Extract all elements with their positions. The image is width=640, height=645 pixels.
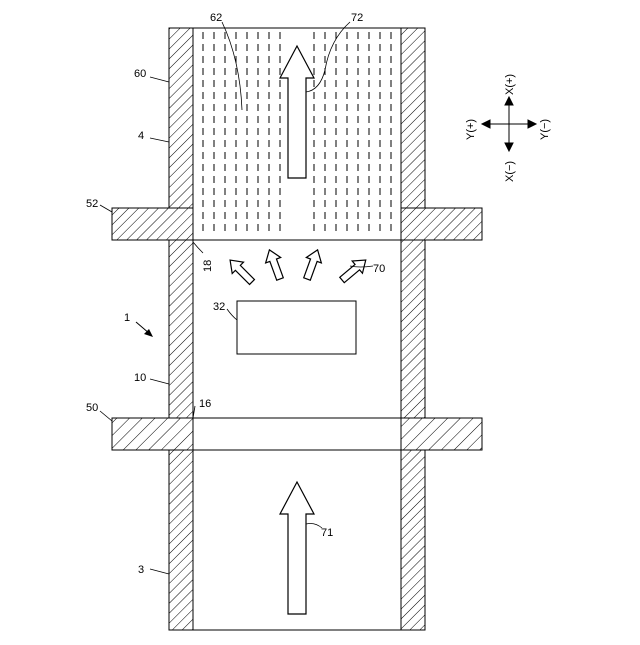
- leader-60: [150, 77, 169, 82]
- element-32: [237, 301, 356, 354]
- label-52: 52: [86, 198, 98, 210]
- pipe-3-right-wall: [401, 450, 425, 630]
- axis-label-x-plus: X(+): [504, 74, 516, 95]
- label-50: 50: [86, 402, 98, 414]
- leader-71: [306, 524, 322, 529]
- axis-arrow-left: [482, 120, 490, 128]
- flow-arrow-71: [280, 482, 314, 614]
- leader-10: [150, 379, 169, 384]
- flow-arrow-70-c: [299, 247, 325, 282]
- label-16: 16: [199, 398, 211, 410]
- label-71: 71: [321, 527, 333, 539]
- axis-label-y-plus: Y(+): [465, 119, 477, 140]
- axis-label-x-minus: X(−): [504, 161, 516, 182]
- leader-50: [100, 411, 112, 421]
- label-62: 62: [210, 12, 222, 24]
- flange-50-left: [112, 418, 193, 450]
- label-18: 18: [202, 260, 214, 272]
- flow-arrow-72: [280, 46, 314, 178]
- coordinate-axes: [482, 97, 536, 151]
- flow-arrow-70-d: [337, 254, 371, 286]
- flange-50-right: [401, 418, 482, 450]
- leader-4: [150, 138, 169, 142]
- label-32: 32: [213, 301, 225, 313]
- leader-18: [193, 242, 203, 253]
- flow-arrows-70: [224, 247, 370, 288]
- leader-3: [150, 569, 169, 574]
- label-3: 3: [138, 564, 144, 576]
- pipe-4-left-wall: [169, 28, 193, 208]
- axis-arrow-right: [528, 120, 536, 128]
- label-72: 72: [351, 12, 363, 24]
- axis-arrow-down: [505, 143, 513, 151]
- pipe-10-left-wall: [169, 240, 193, 418]
- label-10: 10: [134, 372, 146, 384]
- flow-arrow-70-b: [262, 247, 288, 282]
- pipe-3-left-wall: [169, 450, 193, 630]
- pipe-4-right-wall: [401, 28, 425, 208]
- flange-52-left: [112, 208, 193, 240]
- label-60: 60: [134, 68, 146, 80]
- flow-arrow-70-a: [224, 254, 257, 287]
- label-4: 4: [138, 130, 144, 142]
- leader-72: [306, 22, 350, 92]
- axis-label-y-minus: Y(−): [539, 119, 551, 140]
- leader-52: [100, 205, 112, 212]
- flange-52-right: [401, 208, 482, 240]
- label-70: 70: [373, 263, 385, 275]
- ref-1-pointer: [136, 322, 153, 337]
- axis-arrow-up: [505, 97, 513, 105]
- flange-50-center: [193, 418, 401, 450]
- pipe-10-right-wall: [401, 240, 425, 418]
- label-1: 1: [124, 312, 130, 324]
- leader-32: [227, 309, 237, 320]
